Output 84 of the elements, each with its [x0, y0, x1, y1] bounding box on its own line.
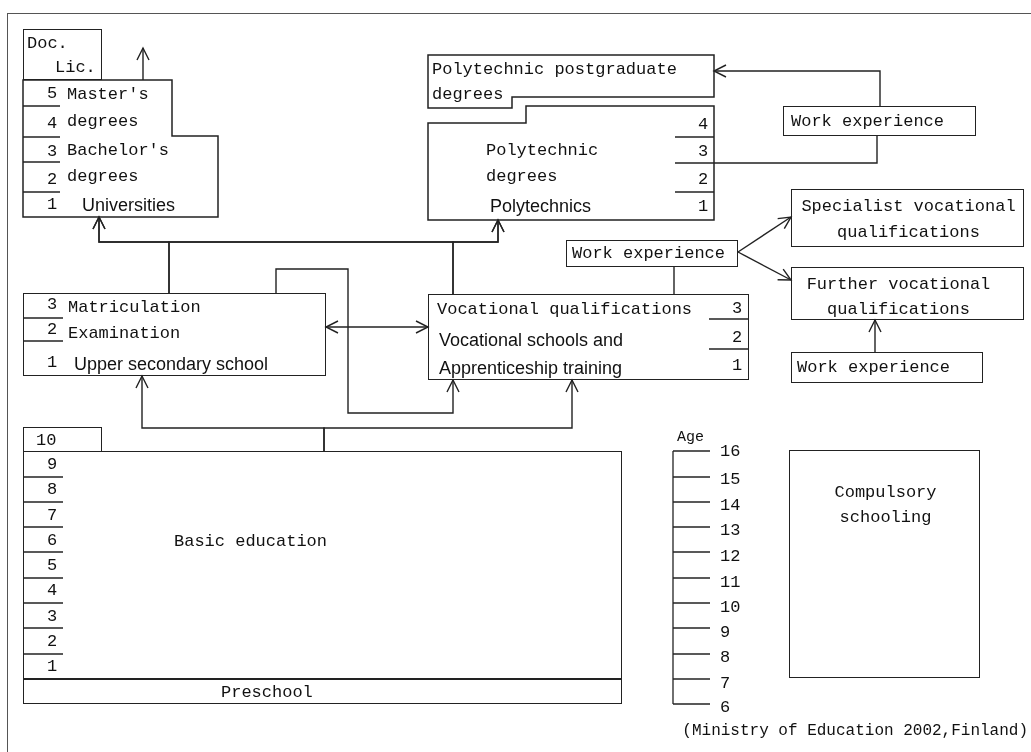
- school-box: [428, 294, 749, 380]
- school-box: [23, 451, 622, 679]
- postgraduate-box: [428, 55, 714, 108]
- grade-number: 3: [47, 607, 58, 627]
- arrow: [737, 216, 792, 253]
- arrow: [868, 319, 882, 353]
- node-text: Universities: [82, 194, 177, 217]
- node-text: Polytechnic degrees: [486, 140, 600, 188]
- grade-number: 4: [47, 581, 58, 601]
- age-number: 16: [720, 442, 741, 462]
- arrow: [323, 379, 579, 452]
- work-experience-box: [791, 352, 983, 383]
- age-number: 8: [720, 648, 731, 668]
- node-text: Matriculation Examination: [68, 297, 202, 345]
- grade-number: 1: [698, 197, 709, 217]
- age-number: 9: [720, 623, 731, 643]
- grade-number: 9: [47, 455, 58, 475]
- connector-line: [673, 266, 675, 295]
- node-text: Lic.: [55, 57, 97, 79]
- grade-number: 3: [698, 142, 709, 162]
- grade-number: 3: [732, 299, 743, 319]
- grade-number: 6: [47, 531, 58, 551]
- node-text: Basic education: [174, 531, 329, 553]
- grade-number: 2: [732, 328, 743, 348]
- polytechnic-box: [428, 106, 714, 220]
- node-text: Work experience: [791, 111, 946, 133]
- node-text: Work experience: [572, 243, 727, 265]
- grade-number: 3: [47, 295, 58, 315]
- arrow: [713, 64, 881, 107]
- arrow: [136, 47, 150, 81]
- grade-number: 5: [47, 556, 58, 576]
- age-number: 10: [720, 598, 741, 618]
- grade-number: 2: [47, 632, 58, 652]
- node-text: Vocational qualifications: [437, 299, 694, 321]
- school-box: [23, 679, 622, 704]
- grade-number: 1: [732, 356, 743, 376]
- note-box: [789, 450, 980, 678]
- grade-number: 2: [698, 170, 709, 190]
- age-number: 13: [720, 521, 741, 541]
- node-text: Bachelor's degrees: [67, 140, 171, 188]
- grade-number: 3: [47, 142, 58, 162]
- grade-number: 1: [47, 657, 58, 677]
- arrow: [275, 268, 460, 414]
- university-box: [23, 80, 218, 217]
- node-text: Doc.: [27, 33, 69, 55]
- grade-number: 1: [47, 353, 58, 373]
- node-text: Polytechnics: [490, 195, 593, 218]
- age-number: 7: [720, 674, 731, 694]
- school-box: [23, 293, 326, 376]
- node-text: 10: [36, 430, 58, 452]
- connector-line: [713, 135, 878, 164]
- age-number: 12: [720, 547, 741, 567]
- age-number: 11: [720, 573, 741, 593]
- source-caption: (Ministry of Education 2002,Finland): [682, 721, 1028, 741]
- node-text: Vocational schools and Apprenticeship training: [439, 329, 625, 380]
- work-experience-box: [783, 106, 976, 136]
- arrow: [325, 320, 429, 334]
- qualification-box: [791, 267, 1024, 320]
- age-number: 15: [720, 470, 741, 490]
- age-number: 6: [720, 698, 731, 718]
- qualification-box: [791, 189, 1024, 247]
- grade-number: 5: [47, 84, 58, 104]
- node-text: Work experience: [797, 357, 952, 379]
- grade-number: 8: [47, 480, 58, 500]
- grade-box: [23, 427, 102, 452]
- node-text: Master's degrees: [67, 84, 150, 133]
- node-text: Polytechnic postgraduate degrees: [432, 59, 678, 106]
- arrow: [452, 219, 505, 295]
- grade-number: 2: [47, 320, 58, 340]
- node-text: Further vocational qualifications: [805, 274, 992, 321]
- degree-box: [23, 29, 102, 80]
- grade-number: 4: [47, 114, 58, 134]
- node-text: Preschool: [221, 682, 314, 704]
- node-text: Specialist vocational qualifications: [800, 196, 1017, 244]
- work-experience-box: [566, 240, 738, 267]
- grade-number: 2: [47, 170, 58, 190]
- age-number: 14: [720, 496, 741, 516]
- node-text: Compulsory schooling: [833, 482, 938, 529]
- axis-title: Age: [677, 428, 704, 448]
- grade-number: 4: [698, 115, 709, 135]
- node-text: Upper secondary school: [74, 353, 270, 376]
- grade-number: 7: [47, 506, 58, 526]
- arrow: [737, 251, 792, 281]
- grade-number: 1: [47, 195, 58, 215]
